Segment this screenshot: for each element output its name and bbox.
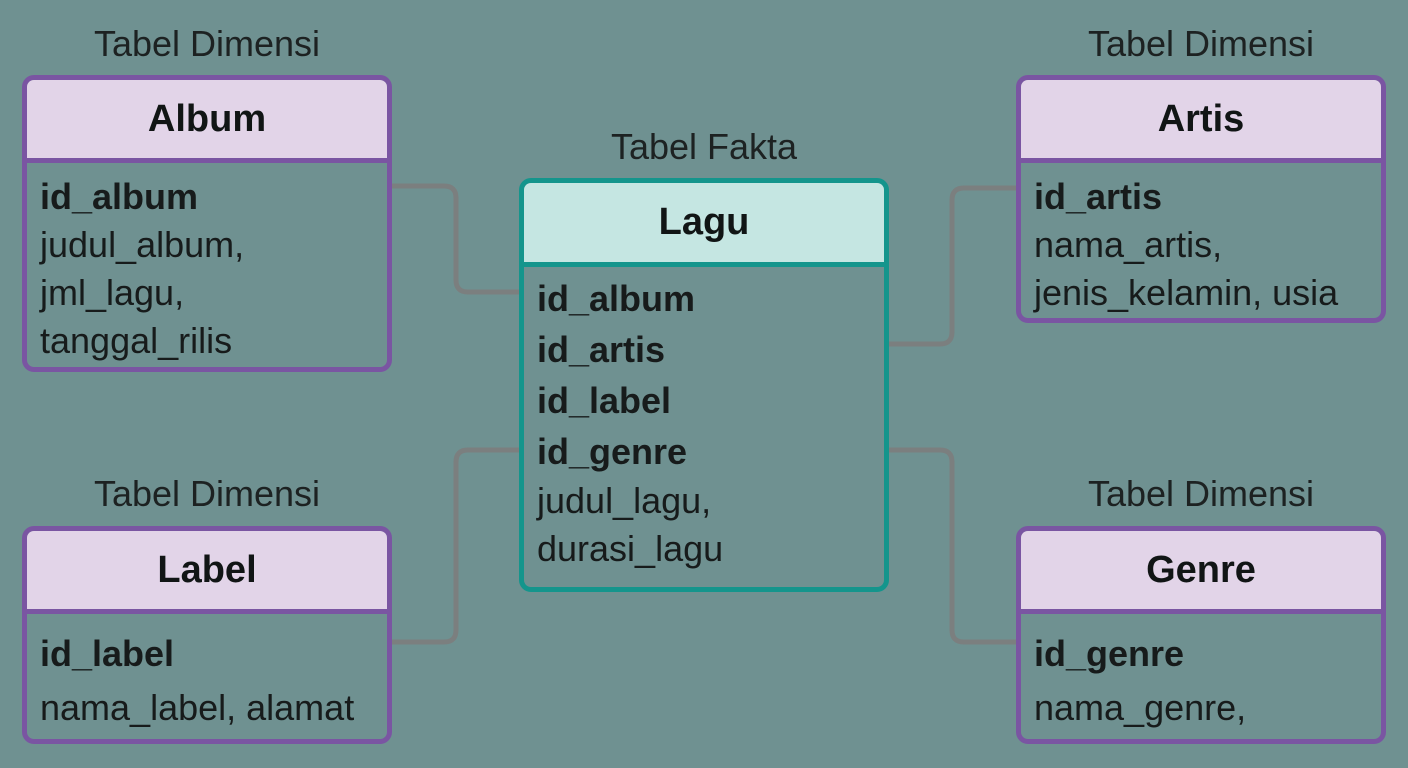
caption-artis: Tabel Dimensi (1087, 23, 1315, 64)
table-album-header: Album (27, 80, 387, 163)
connector-album-fact (392, 183, 520, 295)
table-artis: Artis id_artis nama_artis, jenis_kelamin… (1016, 75, 1386, 323)
caption-album: Tabel Dimensi (93, 23, 321, 64)
table-genre-header: Genre (1021, 531, 1381, 614)
field-attribute: nama_artis, (1034, 224, 1223, 265)
field-attribute: tanggal_rilis (40, 320, 233, 361)
field-key: id_artis (1034, 176, 1163, 217)
caption-fact: Tabel Fakta (610, 126, 798, 167)
field-key: id_album (537, 278, 696, 319)
field-attribute: durasi_lagu (537, 528, 724, 569)
table-genre: Genre id_genre nama_genre, (1016, 526, 1386, 744)
table-genre-body: id_genre nama_genre, (1021, 614, 1381, 736)
field-key: id_artis (537, 329, 666, 370)
field-key: id_label (537, 380, 672, 421)
connector-artis-fact (888, 185, 1018, 347)
table-lagu-header: Lagu (524, 183, 884, 267)
table-label-body: id_label nama_label, alamat (27, 614, 387, 736)
field-attribute: judul_lagu, (537, 480, 712, 521)
table-artis-body: id_artis nama_artis, jenis_kelamin, usia (1021, 163, 1381, 317)
table-album: Album id_album judul_album, jml_lagu, ta… (22, 75, 392, 372)
field-attribute: nama_genre, (1034, 687, 1247, 728)
field-attribute: judul_album, (40, 224, 245, 265)
caption-genre: Tabel Dimensi (1087, 473, 1315, 514)
table-artis-header: Artis (1021, 80, 1381, 163)
caption-label: Tabel Dimensi (93, 473, 321, 514)
field-key: id_genre (1034, 633, 1185, 674)
connector-label-fact (392, 447, 520, 645)
field-attribute: jenis_kelamin, usia (1034, 272, 1339, 313)
field-attribute: nama_label, alamat (40, 687, 355, 728)
table-lagu-body: id_album id_artis id_label id_genre judu… (524, 267, 884, 573)
table-label: Label id_label nama_label, alamat (22, 526, 392, 744)
field-key: id_album (40, 176, 199, 217)
connector-genre-fact (888, 447, 1018, 645)
table-lagu: Lagu id_album id_artis id_label id_genre… (519, 178, 889, 592)
field-attribute: jml_lagu, (40, 272, 185, 313)
table-label-header: Label (27, 531, 387, 614)
field-key: id_genre (537, 431, 688, 472)
field-key: id_label (40, 633, 175, 674)
table-album-body: id_album judul_album, jml_lagu, tanggal_… (27, 163, 387, 365)
